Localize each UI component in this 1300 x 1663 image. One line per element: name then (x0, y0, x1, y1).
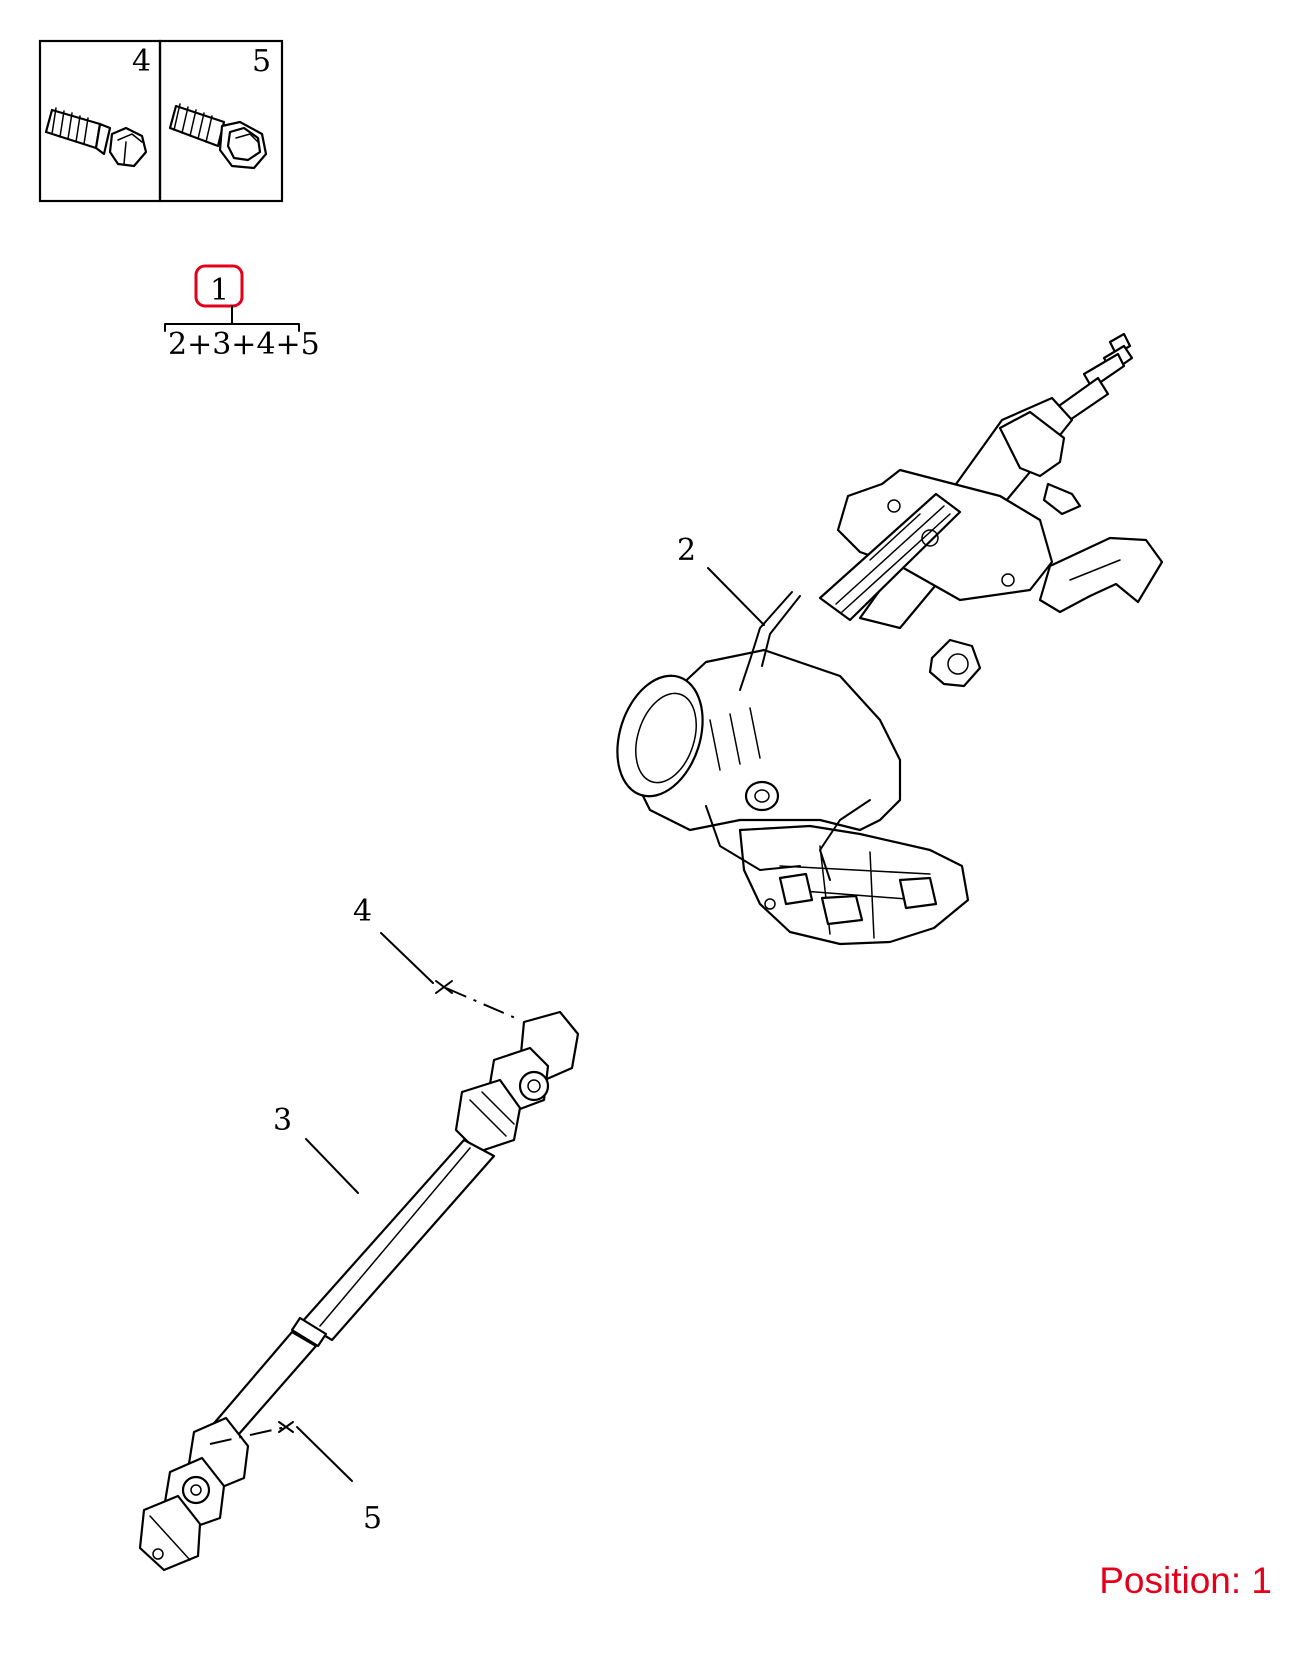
assembly-composition: 1 2+3+4+5 (164, 264, 320, 362)
assembly-components: 2+3+4+5 (168, 327, 320, 362)
callout-part-3[interactable]: 3 (273, 1103, 292, 1138)
bolt-5-icon (168, 103, 268, 170)
composition-bracket (164, 305, 300, 332)
steering-column-assembly[interactable] (603, 332, 1164, 946)
legend-number-5: 5 (252, 44, 271, 79)
fastener-legend: 4 5 (38, 39, 284, 203)
legend-number-4: 4 (132, 44, 151, 79)
leader-lines (209, 567, 765, 1482)
intermediate-shaft[interactable] (138, 1010, 580, 1572)
bolt-4-icon (44, 107, 148, 168)
callout-part-5[interactable]: 5 (363, 1501, 382, 1536)
legend-box-bolt-5[interactable] (158, 39, 284, 203)
callout-part-4[interactable]: 4 (353, 894, 372, 929)
callout-part-2[interactable]: 2 (677, 533, 696, 568)
position-highlight[interactable] (194, 264, 244, 308)
position-label: Position: 1 (1099, 1560, 1272, 1601)
assembly-position-number: 1 (210, 273, 229, 308)
